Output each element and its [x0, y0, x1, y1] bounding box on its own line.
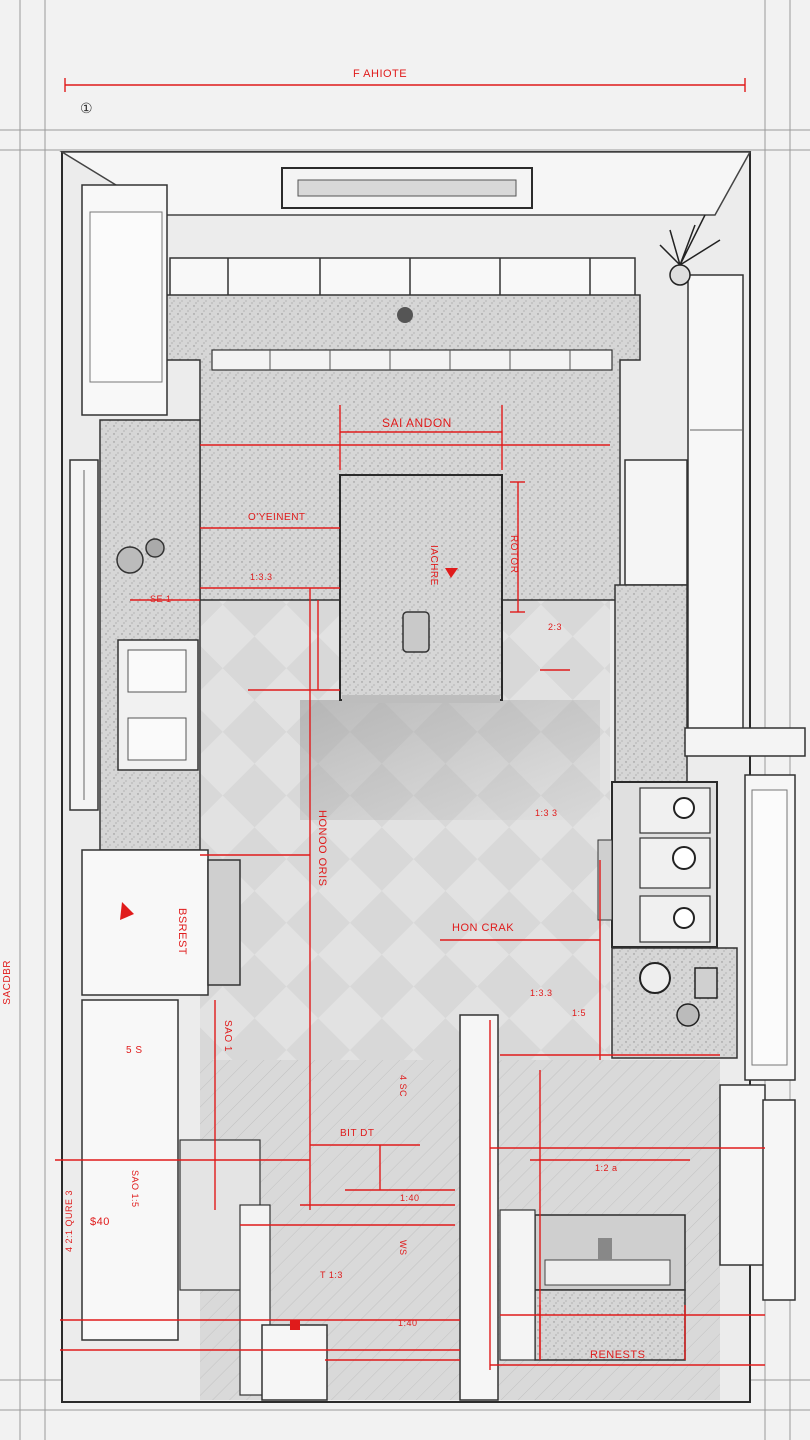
block-label: BIT DT — [340, 1128, 375, 1139]
right-shelf — [684, 727, 806, 757]
tall-cabinet — [81, 999, 179, 1341]
vert-note: SAO 1:5 — [130, 1170, 140, 1208]
misc-1: 1:3.3 — [530, 988, 553, 998]
sink-dimension-label: RENESTS — [590, 1349, 646, 1361]
dim-4: 1:40 — [398, 1318, 418, 1328]
small-cabinet — [261, 1324, 328, 1401]
pantry-mark-2: SAO 1 — [222, 1020, 233, 1052]
upper-cabinets-back — [169, 257, 636, 299]
aisle-label: HONOO ORIS — [316, 810, 328, 887]
left-run-label: O'YEINENT — [248, 512, 306, 523]
burner-icon — [673, 907, 695, 929]
hob-label: HON CRAK — [452, 922, 515, 934]
lower-right-cabinet — [719, 1084, 766, 1266]
floor-mark: 4 SC — [398, 1075, 408, 1098]
island-marker-label: IACHRE — [428, 545, 439, 586]
mark-b: SE 1 — [150, 594, 172, 604]
pantry-cabinet — [81, 849, 209, 996]
misc-3: T 1:3 — [320, 1270, 343, 1280]
mark-c: 2:3 — [548, 622, 563, 632]
dim-1: 1:2 a — [595, 1163, 618, 1173]
ornament — [397, 307, 413, 323]
side-label: 4 2:1 QURE 3 — [64, 1190, 74, 1253]
oven — [207, 859, 241, 986]
side-value: $40 — [90, 1216, 110, 1228]
burner-icon — [673, 797, 695, 819]
right-upper-cabinet — [624, 459, 688, 586]
corner-mark: ① — [80, 100, 94, 116]
island-height-label: ROTOR — [508, 535, 519, 574]
pot-icon — [145, 538, 165, 558]
dim-2: 1:40 — [400, 1193, 420, 1203]
misc-2: 1:5 — [572, 1008, 587, 1018]
kitchen-island — [339, 474, 503, 701]
counter-edge — [211, 349, 613, 371]
island-shadow — [300, 700, 600, 820]
faucet-icon — [598, 1238, 612, 1260]
partition-wall — [459, 1014, 499, 1401]
left-counter — [99, 419, 201, 851]
left-margin-label: SACDBR — [2, 960, 13, 1005]
mark-a: 1:3.3 — [250, 572, 273, 582]
top-dimension-label: F AHIOTE — [353, 68, 408, 80]
pantry-label: BSREST — [176, 908, 188, 956]
marker-icon — [445, 568, 458, 578]
right-tall-cabinet — [687, 274, 744, 756]
blender-icon — [402, 611, 430, 653]
dim-3: WS — [398, 1240, 408, 1256]
dimension-lines — [55, 78, 765, 1370]
right-counter — [614, 584, 688, 786]
island-width-label: SAI ANDON — [382, 416, 452, 430]
marker-icon — [290, 1320, 300, 1330]
pantry-mark: 5 S — [126, 1045, 143, 1056]
plant-icon — [659, 214, 721, 286]
burner-icon — [672, 846, 696, 870]
marker-icon — [120, 902, 134, 920]
cooktop-counter — [611, 947, 738, 1059]
kettle-icon — [116, 546, 144, 574]
hob-mark: 1:3 3 — [535, 808, 558, 818]
